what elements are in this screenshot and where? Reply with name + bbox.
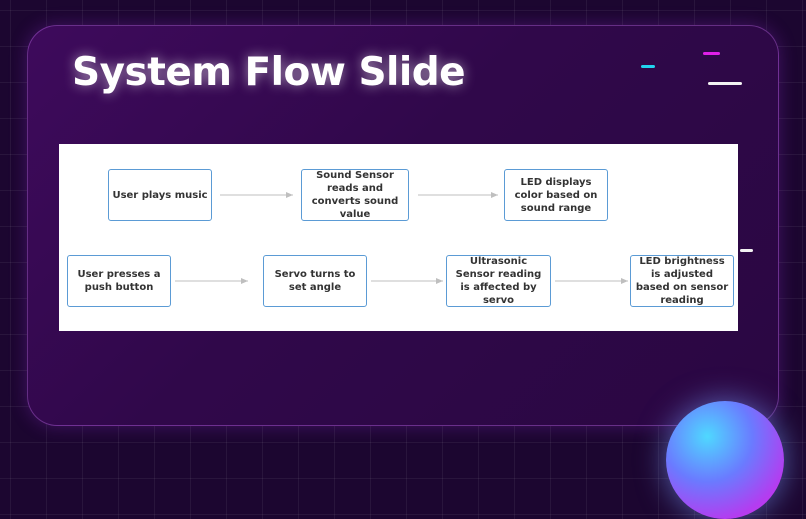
node-led-displays-color: LED displays color based on sound range [504,169,608,221]
magenta-accent-dash [703,52,720,55]
white-side-dash [740,249,753,252]
flow-diagram: User plays music Sound Sensor reads and … [59,144,738,331]
node-sound-sensor: Sound Sensor reads and converts sound va… [301,169,409,221]
node-ultrasonic-sensor: Ultrasonic Sensor reading is affected by… [446,255,551,307]
white-accent-dash [708,82,742,85]
flow-arrows [175,192,628,284]
slide-title: System Flow Slide [72,50,466,95]
node-user-plays-music: User plays music [108,169,212,221]
node-servo-turns: Servo turns to set angle [263,255,367,307]
node-user-presses-button: User presses a push button [67,255,171,307]
cyan-accent-dash [641,65,655,68]
node-led-brightness: LED brightness is adjusted based on sens… [630,255,734,307]
gradient-sphere-decoration [666,401,784,519]
